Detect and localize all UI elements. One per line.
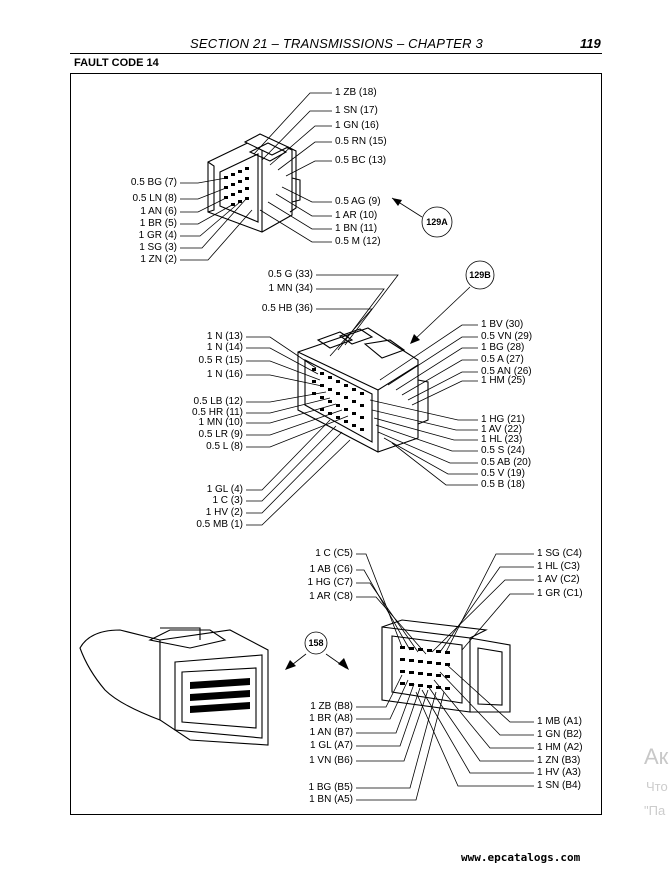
wire-label: 0.5 VN (29) [481, 331, 533, 342]
wire-label: 1 BG (B5) [308, 782, 353, 793]
wire-label: 1 ZB (18) [335, 87, 377, 98]
wire-label: 0.5 LB (12) [193, 396, 243, 407]
callout-158-circle [304, 631, 328, 655]
wire-label: 0.5 BG (7) [130, 177, 177, 188]
wire-label: 1 GN (B2) [537, 729, 583, 740]
wire-label: 1 SN (17) [335, 105, 378, 116]
wire-label: 1 HG (21) [481, 414, 525, 425]
wire-label: 1 C (C5) [315, 548, 353, 559]
wire-label: 1 MN (34) [268, 283, 313, 294]
wire-label: 1 HM (25) [481, 375, 526, 386]
wire-label: 1 AV (C2) [537, 574, 580, 585]
wire-label: 1 GL (4) [206, 484, 243, 495]
connector-158-leaders [287, 553, 534, 801]
wire-label: 1 HV (A3) [537, 767, 581, 778]
footer-url: www.epcatalogs.com [461, 851, 581, 864]
wire-label: 1 MN (10) [198, 417, 243, 428]
wire-label: 1 HL (23) [481, 434, 523, 445]
watermark-text: Что [646, 779, 668, 794]
wire-label: 1 BN (A5) [309, 794, 353, 805]
wire-label: 1 BR (5) [139, 218, 177, 229]
wire-label: 1 BV (30) [481, 319, 524, 330]
connector-158-harness-pins [190, 678, 250, 713]
wire-label: 0.5 B (18) [481, 479, 525, 490]
wire-label: 0.5 V (19) [481, 468, 525, 479]
wire-label: 0.5 LN (8) [132, 193, 177, 204]
wire-label: 0.5 HB (36) [261, 303, 313, 314]
watermark-text: "Па [644, 803, 666, 818]
connector-158-harness-drawing [79, 627, 269, 746]
wire-label: 0.5 L (8) [206, 441, 243, 452]
connector-129a-pins [224, 167, 249, 206]
wire-label: 1 N (13) [206, 331, 243, 342]
wire-label: 1 BN (11) [335, 223, 378, 234]
wire-label: 1 N (16) [206, 369, 243, 380]
wire-label: 1 AN (B7) [309, 727, 353, 738]
callout-129a: 129A [426, 217, 448, 227]
wire-label: 1 GR (4) [138, 230, 177, 241]
connector-129a-drawing [207, 133, 301, 233]
wire-label: 0.5 AG (9) [335, 196, 381, 207]
section-header-title: SECTION 21 – TRANSMISSIONS – CHAPTER 3 [190, 36, 483, 51]
connector-158-component-pins [400, 646, 450, 690]
fault-code-label: FAULT CODE 14 [74, 57, 159, 69]
wire-label: 1 C (3) [212, 495, 243, 506]
wire-label: 1 BG (28) [481, 342, 525, 353]
wire-label: 1 SG (3) [139, 242, 177, 253]
wire-label: 1 HV (2) [205, 507, 243, 518]
wire-label: 1 GN (16) [335, 120, 379, 131]
wire-label: 1 N (14) [206, 342, 243, 353]
wire-label: 1 AB (C6) [309, 564, 353, 575]
wire-label: 1 AR (10) [335, 210, 378, 221]
wire-label: 1 HG (C7) [307, 577, 353, 588]
wire-label: 1 SN (B4) [537, 780, 581, 791]
diagram-frame [70, 73, 602, 815]
wire-label: 0.5 BC (13) [335, 155, 387, 166]
wire-label: 0.5 HR (11) [192, 407, 243, 418]
connector-129a-leaders [180, 92, 423, 261]
wire-label: 1 GL (A7) [310, 740, 353, 751]
header-rule [70, 53, 602, 54]
wire-label: 0.5 RN (15) [335, 136, 387, 147]
wire-label: 1 VN (B6) [309, 755, 353, 766]
wire-label: 1 ZN (2) [140, 254, 177, 265]
wire-label: 1 MB (A1) [537, 716, 583, 727]
callout-129a-circle [421, 206, 453, 238]
wire-label: 0.5 A (27) [481, 354, 524, 365]
wire-label: 1 HM (A2) [537, 742, 583, 753]
callout-129b: 129B [469, 270, 491, 280]
wire-label: 1 AR (C8) [309, 591, 353, 602]
wire-label: 1 HL (C3) [537, 561, 580, 572]
wire-label: 1 AN (6) [140, 206, 177, 217]
connector-129b-pins [312, 368, 364, 431]
wire-label: 1 AV (22) [481, 424, 522, 435]
wire-label: 0.5 LR (9) [198, 429, 243, 440]
wire-label: 0.5 MB (1) [196, 519, 243, 530]
wire-label: 0.5 S (24) [481, 445, 525, 456]
wire-label: 0.5 R (15) [198, 355, 243, 366]
wire-label: 1 BR (A8) [309, 713, 353, 724]
connector-129b-drawing [297, 327, 429, 453]
wire-label: 1 SG (C4) [537, 548, 583, 559]
wire-label: 0.5 M (12) [335, 236, 381, 247]
wire-label: 1 ZB (B8) [310, 701, 353, 712]
connector-129b-leaders [246, 274, 478, 526]
callout-129b-circle [465, 260, 495, 290]
wire-label: 0.5 AN (26) [481, 366, 532, 377]
callout-158: 158 [308, 638, 324, 648]
wire-label: 1 ZN (B3) [537, 755, 581, 766]
wire-label: 0.5 G (33) [267, 269, 313, 280]
wire-label: 1 GR (C1) [537, 588, 583, 599]
watermark-text: Ак [644, 744, 669, 769]
page-number: 119 [580, 36, 601, 51]
wire-label: 0.5 AB (20) [481, 457, 532, 468]
